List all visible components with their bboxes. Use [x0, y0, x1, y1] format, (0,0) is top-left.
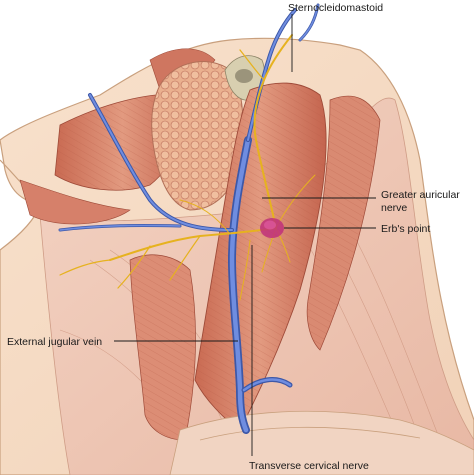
sternocleidomastoid-muscle [194, 82, 381, 431]
labels: Sternocleidomastoid Greater auricular ne… [7, 2, 460, 472]
label-greater-auricular-nerve-line2: nerve [381, 202, 407, 214]
veins [58, 3, 320, 434]
label-sternocleidomastoid: Sternocleidomastoid [288, 2, 383, 14]
label-external-jugular-vein: External jugular vein [7, 336, 102, 348]
label-greater-auricular-nerve-line1: Greater auricular [381, 189, 460, 201]
strap-muscles [129, 254, 196, 441]
label-erbs-point: Erb's point [381, 223, 430, 235]
label-transverse-cervical-nerve: Transverse cervical nerve [249, 460, 369, 472]
leader-lines [114, 14, 376, 456]
cervical-plexus-nerves [59, 34, 316, 301]
erbs-point-marker [260, 218, 284, 238]
